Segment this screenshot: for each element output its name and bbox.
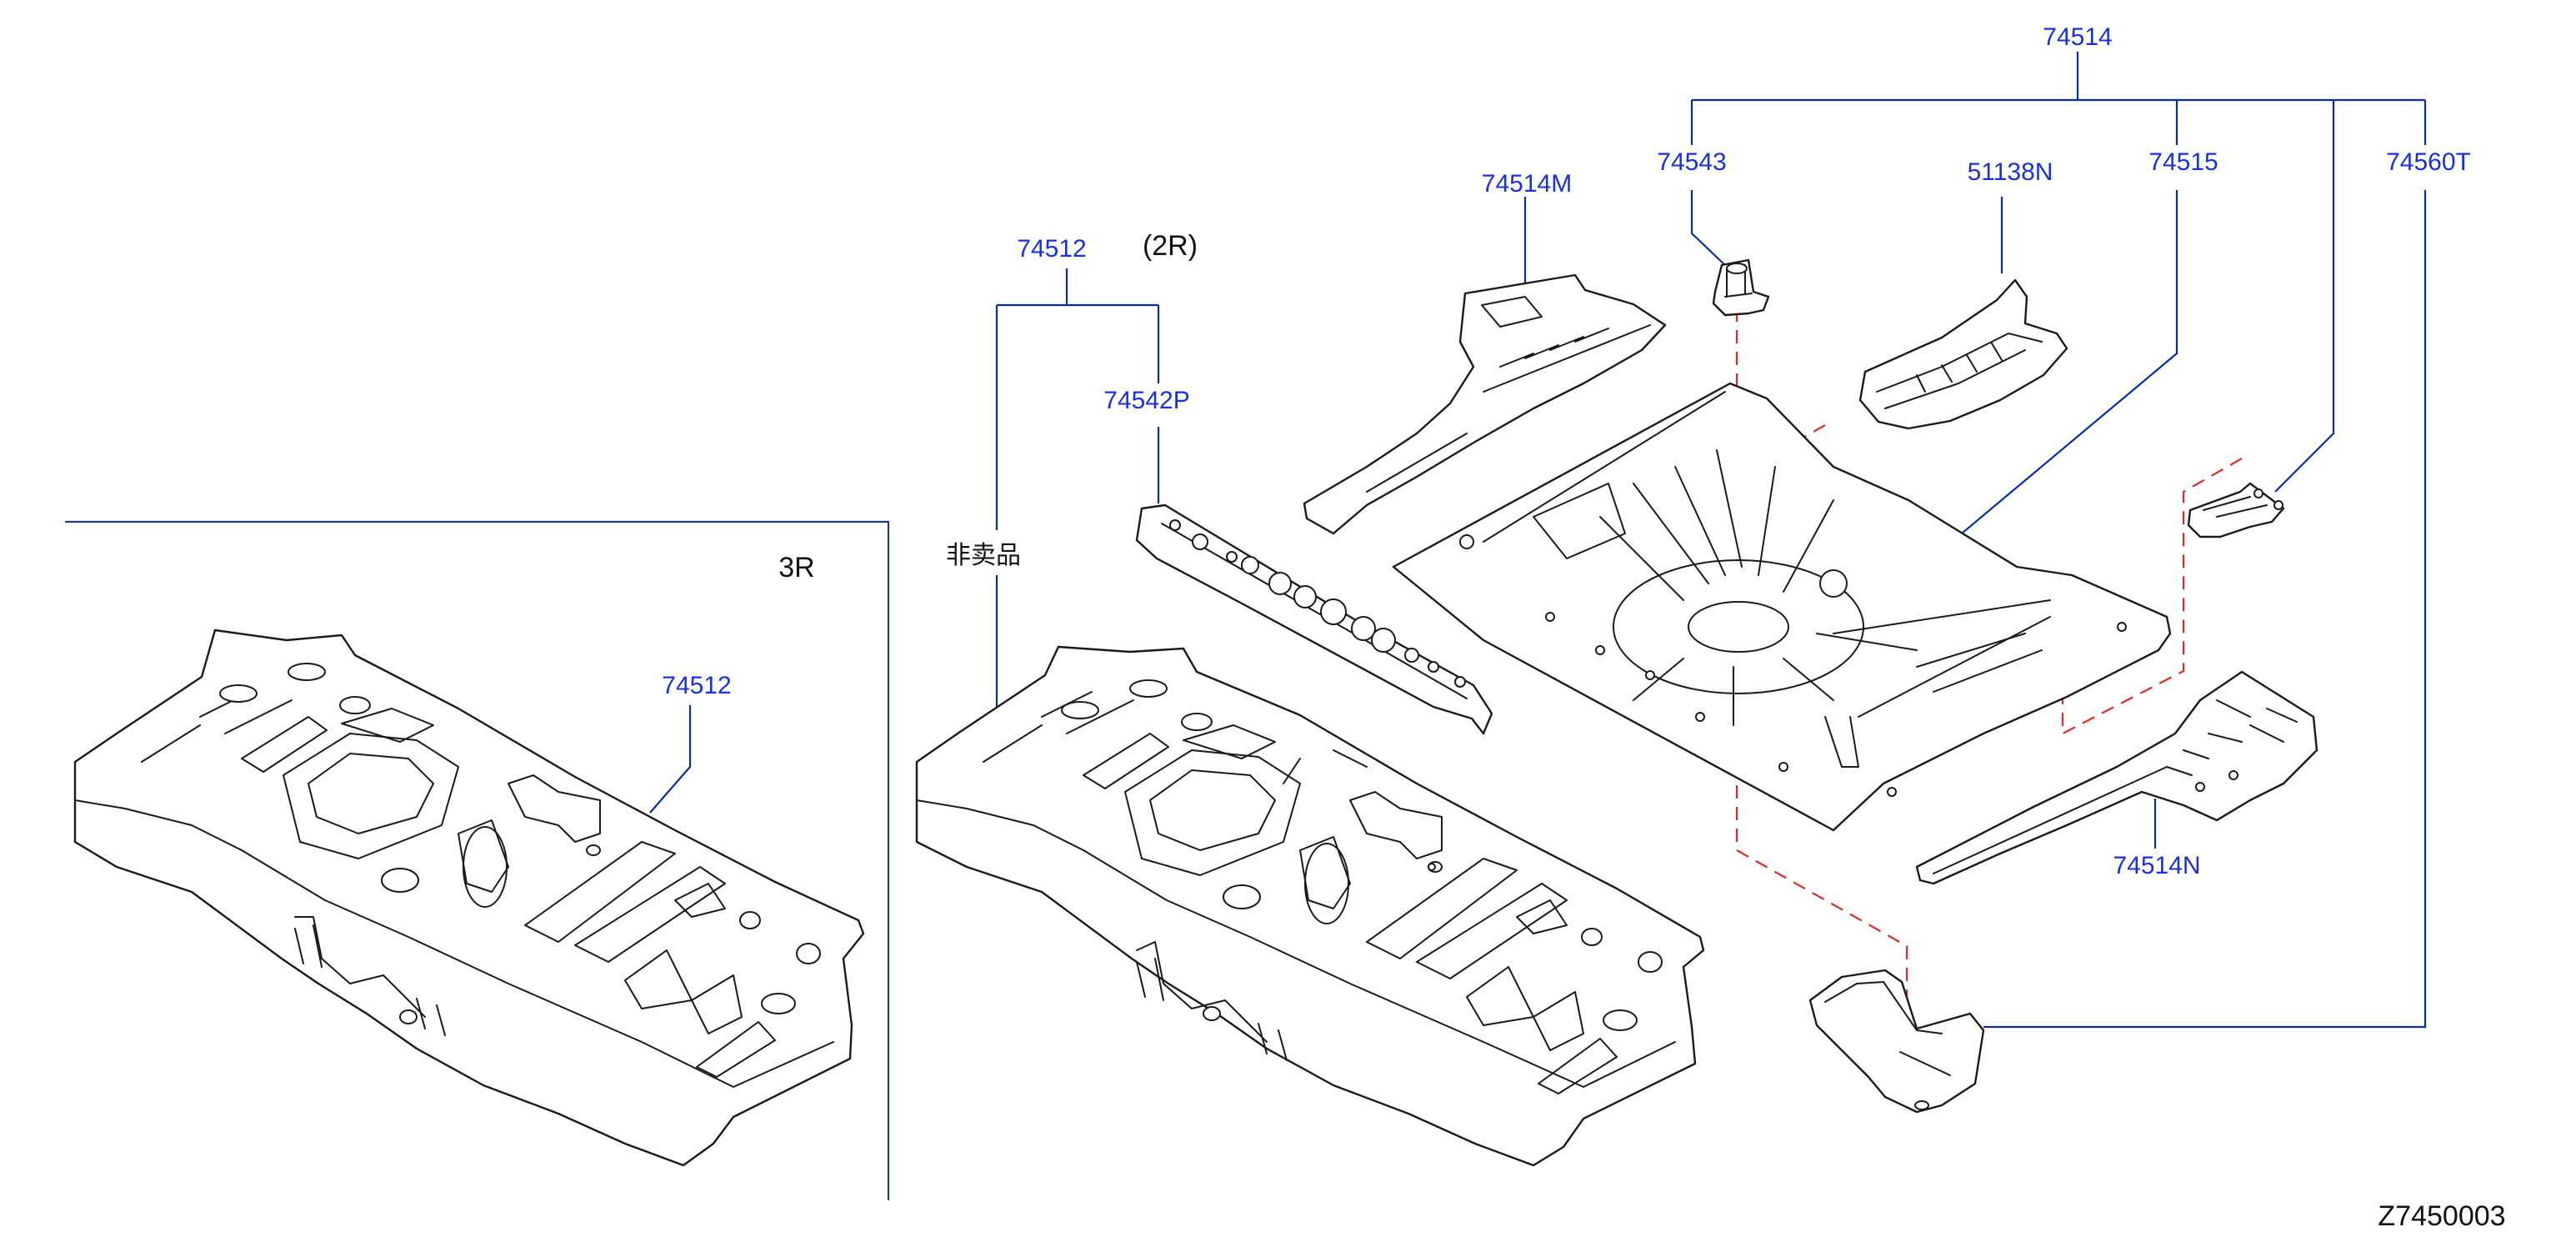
part-74542P xyxy=(1135,503,1493,735)
variant-3r-frame xyxy=(65,520,890,1200)
label-variant-2r: (2R) xyxy=(1143,230,1198,262)
label-74514N: 74514N xyxy=(2113,852,2200,879)
part-51138N xyxy=(1858,278,2068,430)
label-74515: 74515 xyxy=(2148,148,2218,176)
diagram-code: Z7450003 xyxy=(2378,1200,2505,1232)
leader-74512-3r xyxy=(649,705,692,814)
label-not-sold: 非卖品 xyxy=(946,542,1021,569)
label-74542P: 74542P xyxy=(1103,387,1189,414)
label-74543: 74543 xyxy=(1657,148,1726,176)
part-74512-2r xyxy=(915,645,1705,1167)
part-74514-tray xyxy=(1808,969,1985,1114)
label-74512-2r: 74512 xyxy=(1017,235,1086,263)
label-51138N: 51138N xyxy=(1968,158,2053,186)
label-variant-3r: 3R xyxy=(778,552,814,583)
label-74514M: 74514M xyxy=(1482,170,1572,198)
label-74512-3r: 74512 xyxy=(662,672,731,699)
part-74514M xyxy=(1303,273,1667,535)
bracket-74514 xyxy=(1523,52,2427,1029)
part-74512-3r xyxy=(73,629,865,1167)
part-74560T xyxy=(2187,482,2285,538)
label-74514: 74514 xyxy=(2043,23,2112,51)
part-74515 xyxy=(1392,382,2172,832)
part-74543 xyxy=(1712,258,1770,317)
bracket-74512 xyxy=(995,268,1160,717)
part-74514N xyxy=(1915,670,2318,885)
label-74560T: 74560T xyxy=(2386,148,2471,176)
